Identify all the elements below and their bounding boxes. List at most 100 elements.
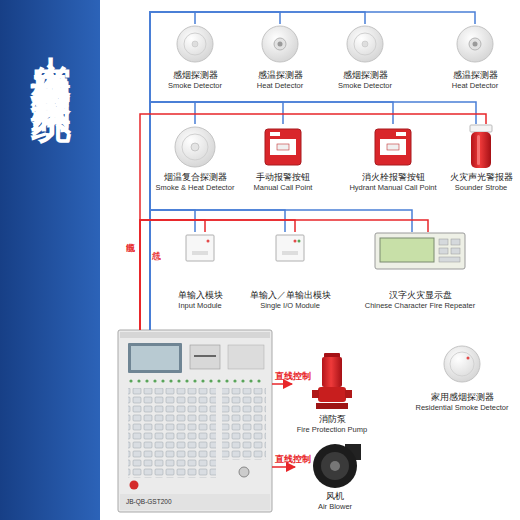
bus-line (150, 12, 365, 330)
smoke-detector-icon-part (184, 33, 206, 55)
smoke-detector-icon (177, 26, 213, 62)
smoke-detector-icon-part (192, 41, 198, 47)
residential-smoke-detector-icon-part (450, 352, 474, 376)
bus-line (150, 210, 195, 330)
sounder-strobe-icon-part (470, 125, 492, 132)
input-module-icon-part (192, 251, 208, 255)
node-name: 手动报警按钮 (242, 172, 324, 183)
bus-line (150, 102, 393, 330)
fire-repeater-icon-part (380, 238, 434, 262)
control-panel-illustration-part (120, 332, 270, 338)
control-panel-illustration-part (228, 345, 264, 369)
io-module-icon-part (276, 235, 304, 261)
residential-smoke-detector-icon-part (444, 346, 480, 382)
fire-repeater-icon (375, 233, 465, 269)
io-module-icon-part (294, 240, 297, 243)
input-module-icon-part (186, 235, 214, 261)
bus-line (150, 102, 476, 330)
bus-line (150, 102, 283, 330)
fire-repeater-icon-part (451, 248, 460, 254)
edge-label: 直线控制 (275, 454, 311, 465)
fire-pump-icon-part (316, 403, 348, 409)
control-panel-illustration-part (131, 346, 179, 370)
air-blower-icon (313, 444, 361, 488)
heat-detector-icon (262, 26, 298, 62)
node-subtitle: Sounder Strobe (446, 183, 516, 192)
smoke-detector-icon (347, 26, 383, 62)
control-panel-illustration-part (128, 388, 216, 478)
control-panel-illustration-part (239, 467, 249, 477)
fire-repeater-icon-part (439, 239, 448, 245)
heat-detector-icon-part (473, 42, 478, 47)
smoke-detector-icon-part (362, 41, 368, 47)
residential-smoke-detector: 家用感烟探测器Residential Smoke Detector (410, 344, 514, 412)
node-subtitle: Residential Smoke Detector (410, 403, 514, 412)
node-name: 火灾声光警报器 (446, 172, 516, 183)
manual-call-point-icon (265, 129, 301, 165)
node-name: 烟温复合探测器 (154, 172, 236, 183)
smoke-heat-detector-icon-part (191, 143, 199, 151)
bus-line (150, 12, 195, 330)
manual-call-point-icon-part (270, 139, 296, 155)
residential-smoke-detector-icon (444, 346, 480, 382)
heat-detector: 感温探测器Heat Detector (239, 24, 321, 90)
node-subtitle: Single I/O Module (245, 301, 335, 310)
hydrant-call-point-icon-part (375, 129, 411, 165)
heat-detector-icon-part (262, 26, 298, 62)
node-subtitle: Fire Protection Pump (292, 425, 372, 434)
node-name: 家用感烟探测器 (410, 392, 514, 403)
node-name: 感烟探测器 (324, 70, 406, 81)
fire-pump-icon (312, 353, 352, 409)
bus-line (150, 210, 285, 330)
control-panel-illustration-part (222, 388, 266, 460)
hydrant-call-point-icon-part (380, 139, 406, 155)
input-module-icon (186, 235, 214, 261)
hydrant-call-point: 消火栓报警按钮Hydrant Manual Call Point (343, 124, 443, 192)
control-line (272, 466, 295, 468)
control-panel-illustration-part (128, 343, 182, 373)
node-subtitle: Air Blower (295, 502, 375, 511)
bus-line (150, 12, 475, 330)
manual-call-point-icon-part (270, 132, 280, 136)
smoke-detector: 感烟探测器Smoke Detector (154, 24, 236, 90)
smoke-heat-detector-icon-part (175, 127, 215, 167)
power-line (140, 220, 428, 330)
node-subtitle: Chinese Character Fire Repeater (350, 301, 490, 310)
node-name: 感烟探测器 (154, 70, 236, 81)
fire-pump: 消防泵Fire Protection Pump (292, 354, 372, 434)
hydrant-call-point-icon-part (396, 132, 406, 136)
smoke-heat-detector-icon-part (182, 134, 208, 160)
node-name: 单输入模块 (160, 290, 240, 301)
manual-call-point-icon-part (265, 129, 301, 165)
air-blower-icon-part (330, 461, 340, 471)
fire-pump-icon-part (312, 390, 319, 398)
fire-repeater: 汉字火灾显示盘Chinese Character Fire Repeater (350, 232, 490, 310)
bus-line (150, 102, 195, 330)
io-module-icon-part (282, 251, 298, 255)
hydrant-call-point-icon (375, 129, 411, 165)
input-module-icon-part (207, 240, 210, 243)
fire-repeater-icon-part (375, 233, 465, 269)
io-module: 单输入／单输出模块Single I/O Module (245, 232, 335, 310)
smoke-detector: 感烟探测器Smoke Detector (324, 24, 406, 90)
sounder-strobe-icon-part (471, 132, 491, 168)
bus-line (150, 210, 412, 330)
node-name: 感温探测器 (434, 70, 516, 81)
input-module: 单输入模块Input Module (160, 232, 240, 310)
io-module-icon (276, 235, 304, 261)
node-name: 消防泵 (292, 414, 372, 425)
control-panel-illustration-part (128, 377, 264, 383)
fire-repeater-icon-part (451, 239, 460, 245)
node-name: 消火栓报警按钮 (343, 172, 443, 183)
node-name: JB-QB-GST200 (126, 498, 272, 506)
node-subtitle: Smoke & Heat Detector (154, 183, 236, 192)
heat-detector-icon-part (469, 38, 481, 50)
air-blower: 风机Air Blower (295, 443, 375, 511)
control-panel-illustration-part (130, 481, 139, 490)
smoke-detector-icon-part (177, 26, 213, 62)
fire-pump-icon-part (318, 387, 346, 402)
fire-repeater-icon-part (439, 248, 448, 254)
heat-detector: 感温探测器Heat Detector (434, 24, 516, 90)
smoke-heat-detector-icon (175, 127, 215, 167)
power-line (140, 114, 486, 330)
